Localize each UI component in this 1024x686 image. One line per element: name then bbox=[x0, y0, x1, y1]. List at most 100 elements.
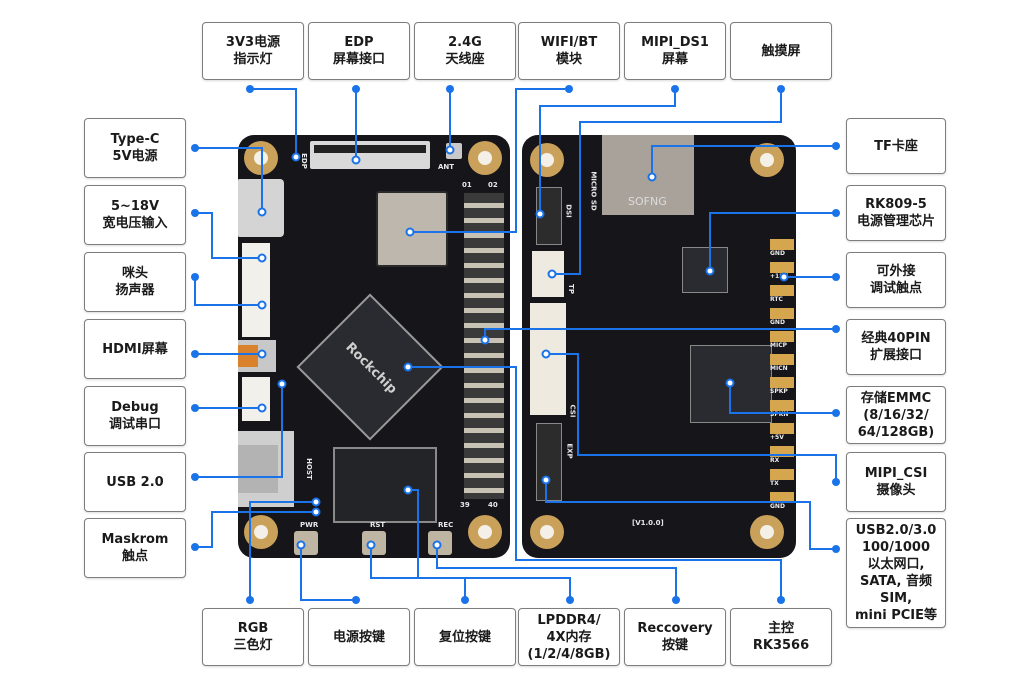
antenna-connector bbox=[446, 143, 462, 159]
label-line: 宽电压输入 bbox=[102, 216, 168, 231]
pad-5v: +5V bbox=[770, 423, 794, 441]
label-power-key: 电源按键 bbox=[308, 608, 410, 666]
label-line: 屏幕 bbox=[661, 52, 688, 67]
pad-spkn: SPKN bbox=[770, 400, 794, 418]
label-line: 存储EMMC bbox=[860, 390, 932, 406]
lpddr4-chip bbox=[333, 447, 437, 523]
callout-dot bbox=[832, 273, 840, 281]
label-mipi-dsi: MIPI_DS1 屏幕 bbox=[624, 22, 726, 80]
pad-label: MICP bbox=[770, 342, 788, 349]
label-line: 摄像头 bbox=[876, 483, 916, 498]
label-wide-voltage: 5~18V 宽电压输入 bbox=[84, 185, 186, 245]
callout-dot bbox=[672, 596, 680, 604]
pad-micp: MICP bbox=[770, 331, 794, 349]
mounting-hole bbox=[244, 141, 278, 175]
callout-dot bbox=[832, 478, 840, 486]
pad-label: TX bbox=[770, 480, 779, 487]
callout-dot bbox=[191, 209, 199, 217]
label-line: 5~18V bbox=[110, 199, 160, 214]
exp-connector bbox=[536, 423, 562, 501]
label-line: EDP bbox=[344, 35, 374, 50]
label-line: WIFI/BT bbox=[540, 35, 598, 50]
callout-dot bbox=[777, 85, 785, 93]
callout-dot bbox=[832, 409, 840, 417]
label-line: mini PCIE等 bbox=[854, 608, 938, 623]
pad-label: GND bbox=[770, 319, 785, 326]
label-line: Type-C bbox=[110, 132, 160, 147]
label-reset-key: 复位按键 bbox=[414, 608, 516, 666]
silk-pwr: PWR bbox=[300, 521, 319, 529]
power-input-connector bbox=[242, 243, 270, 285]
label-line: LPDDR4/ bbox=[537, 612, 601, 628]
mounting-hole bbox=[244, 515, 278, 549]
pad-gnd: GND bbox=[770, 239, 794, 257]
recovery-button bbox=[428, 531, 452, 555]
label-line: 扩展接口 bbox=[869, 348, 922, 363]
power-button bbox=[294, 531, 318, 555]
silk-tp: TP bbox=[566, 284, 575, 294]
silk-pin40: 40 bbox=[488, 501, 498, 509]
label-debug-pads: 可外接调试触点 bbox=[846, 252, 946, 308]
pad-gnd: GND bbox=[770, 308, 794, 326]
label-line: 主控 bbox=[767, 621, 794, 636]
silk-rec: REC bbox=[438, 521, 454, 529]
label-line: 经典40PIN bbox=[861, 331, 931, 346]
silk-ant: ANT bbox=[438, 163, 455, 171]
emmc-chip bbox=[690, 345, 772, 423]
label-line: Debug bbox=[111, 400, 159, 415]
callout-dot bbox=[832, 209, 840, 217]
pad-micn: MICN bbox=[770, 354, 794, 372]
silk-micro-sd: MICRO SD bbox=[589, 171, 598, 211]
mounting-hole bbox=[750, 515, 784, 549]
pad-rx: RX bbox=[770, 446, 794, 464]
label-line: 触摸屏 bbox=[761, 43, 801, 59]
audio-connector bbox=[242, 285, 270, 337]
pad-gnd: GND bbox=[770, 492, 794, 510]
label-touchscreen: 触摸屏 bbox=[730, 22, 832, 80]
pad-spkp: SPKP bbox=[770, 377, 794, 395]
label-line: MIPI_DS1 bbox=[641, 35, 709, 50]
pad-label: SPKP bbox=[770, 388, 788, 395]
label-line: SATA, 音频 bbox=[859, 574, 933, 589]
callout-dot bbox=[777, 596, 785, 604]
label-power-led: 3V3电源指示灯 bbox=[202, 22, 304, 80]
gpio-40pin-header bbox=[464, 193, 504, 499]
callout-dot bbox=[671, 85, 679, 93]
label-line: 64/128GB) bbox=[857, 424, 935, 440]
label-line: SIM, bbox=[879, 591, 913, 606]
silk-csi: CSI bbox=[568, 404, 577, 418]
callout-dot bbox=[832, 545, 840, 553]
silk-host: HOST bbox=[304, 458, 313, 480]
label-line: RK809-5 bbox=[865, 197, 927, 212]
tp-connector bbox=[532, 251, 564, 297]
label-tf-slot: TF卡座 bbox=[846, 118, 946, 174]
label-line: USB 2.0 bbox=[106, 474, 164, 490]
label-line: 5V电源 bbox=[112, 149, 158, 164]
label-lpddr4: LPDDR4/4X内存(1/2/4/8GB) bbox=[518, 608, 620, 666]
callout-dot bbox=[565, 85, 573, 93]
label-type-c: Type-C 5V电源 bbox=[84, 118, 186, 178]
label-line: 触点 bbox=[121, 549, 148, 564]
label-line: MIPI_CSI bbox=[864, 466, 928, 481]
pad-tx: TX bbox=[770, 469, 794, 487]
label-line: 模块 bbox=[555, 52, 582, 67]
label-line: Reccovery bbox=[637, 621, 713, 636]
label-line: 4X内存 bbox=[546, 629, 592, 645]
mounting-hole bbox=[468, 141, 502, 175]
callout-dot bbox=[566, 596, 574, 604]
wifi-bt-module bbox=[376, 191, 448, 267]
csi-connector bbox=[530, 303, 566, 415]
label-line: (8/16/32/ bbox=[863, 407, 929, 423]
silk-pin2: 02 bbox=[488, 181, 498, 189]
label-line: 3V3电源 bbox=[225, 35, 281, 50]
mounting-hole bbox=[750, 143, 784, 177]
pad-label: RX bbox=[770, 457, 780, 464]
mounting-hole bbox=[530, 515, 564, 549]
callout-dot bbox=[191, 473, 199, 481]
callout-dot bbox=[191, 273, 199, 281]
callout-dot bbox=[246, 596, 254, 604]
